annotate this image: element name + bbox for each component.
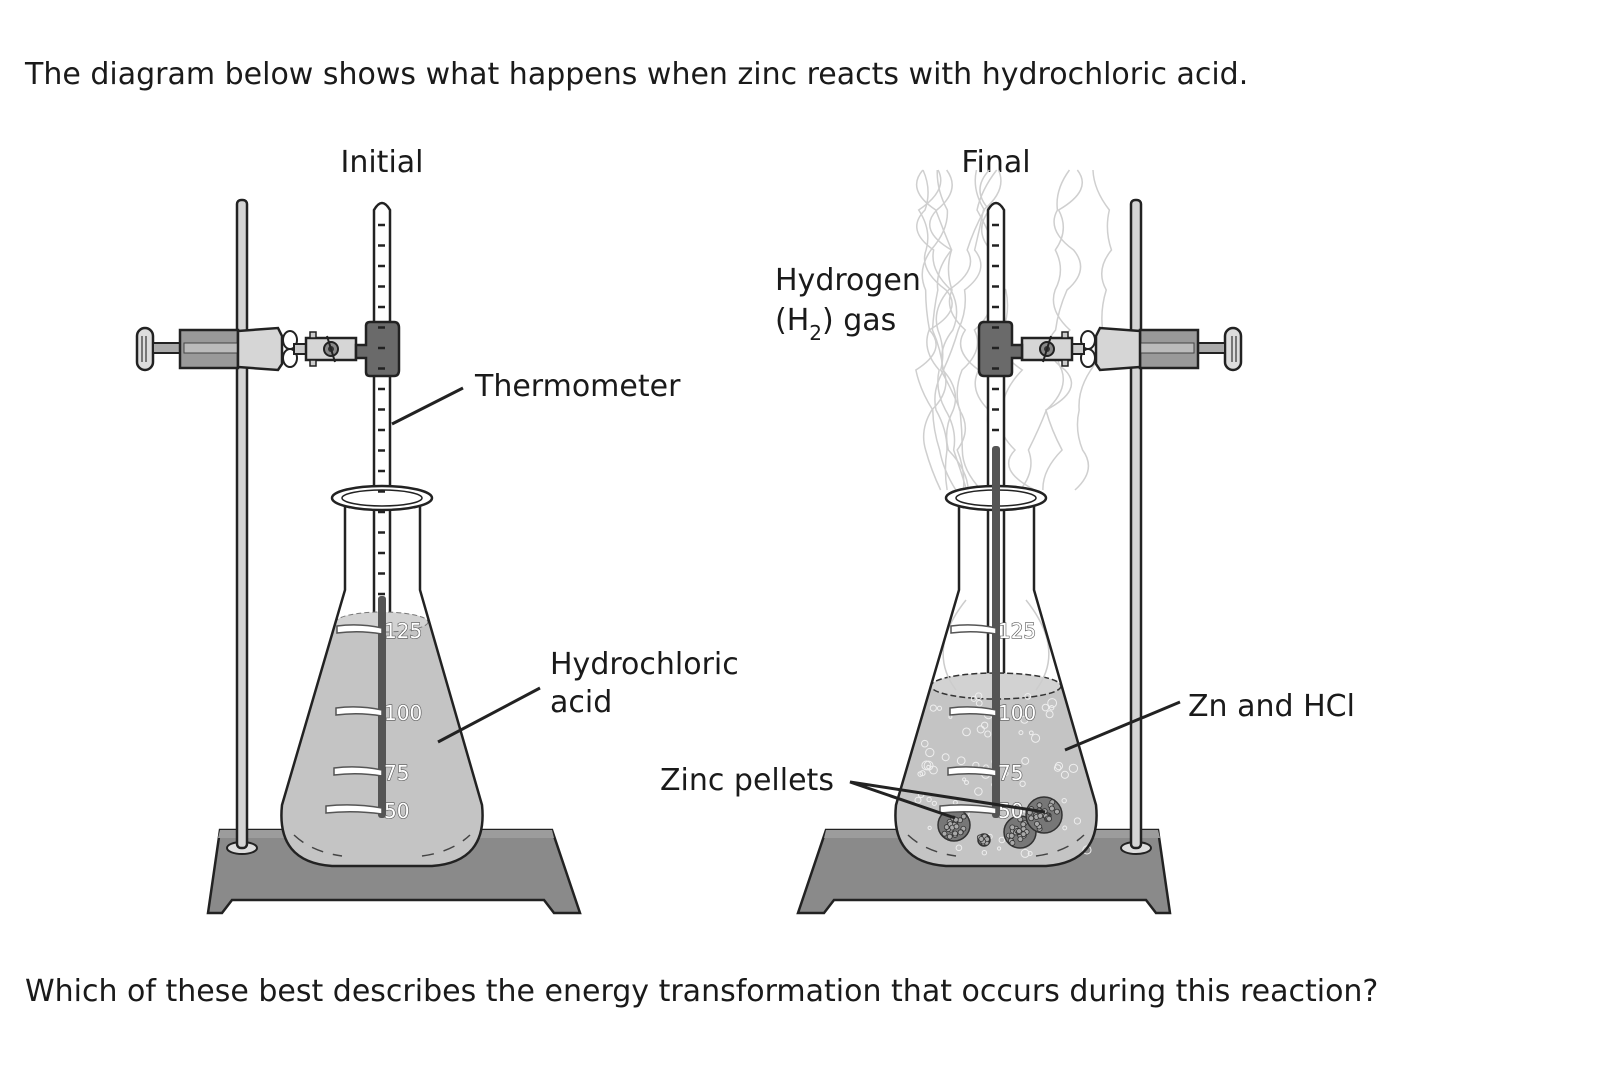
thermometer-column	[378, 596, 386, 818]
label-zn-hcl: Zn and HCl	[1188, 689, 1355, 724]
initial-title: Initial	[340, 145, 423, 180]
label-gas-line1: Hydrogen	[775, 263, 921, 298]
volume-mark	[336, 624, 383, 635]
label-acid-line2: acid	[550, 685, 612, 720]
volume-mark-label: 50	[998, 799, 1023, 823]
volume-mark-label: 75	[998, 761, 1023, 785]
volume-mark	[335, 706, 383, 717]
bubbles	[914, 692, 1092, 858]
final-setup: Final 125 100 75 50 Hydrogen (H2) gas Zn an…	[660, 145, 1355, 915]
volume-mark-label: 75	[384, 761, 409, 785]
label-acid-line1: Hydrochloric	[550, 647, 739, 682]
volume-mark	[325, 804, 383, 815]
volume-mark	[333, 766, 383, 777]
volume-mark-label: 50	[384, 799, 409, 823]
label-zinc-pellets: Zinc pellets	[660, 763, 834, 798]
final-title: Final	[961, 145, 1030, 180]
volume-mark	[949, 706, 997, 717]
volume-mark	[947, 766, 997, 777]
volume-mark	[939, 804, 997, 815]
volume-mark-label: 100	[384, 701, 422, 725]
initial-setup: Initial 125 100 75 50 Thermometer Hydrochlo…	[135, 145, 739, 915]
label-gas-line2: (H2) gas	[775, 303, 896, 345]
label-thermometer: Thermometer	[474, 369, 681, 404]
question-prompt: Which of these best describes the energy…	[25, 974, 1378, 1009]
hydrogen-gas-wisps	[915, 169, 1113, 491]
question-intro: The diagram below shows what happens whe…	[24, 57, 1248, 92]
volume-mark-label: 125	[384, 619, 422, 643]
volume-mark-label: 125	[998, 619, 1036, 643]
volume-mark	[950, 624, 997, 635]
volume-mark-label: 100	[998, 701, 1036, 725]
